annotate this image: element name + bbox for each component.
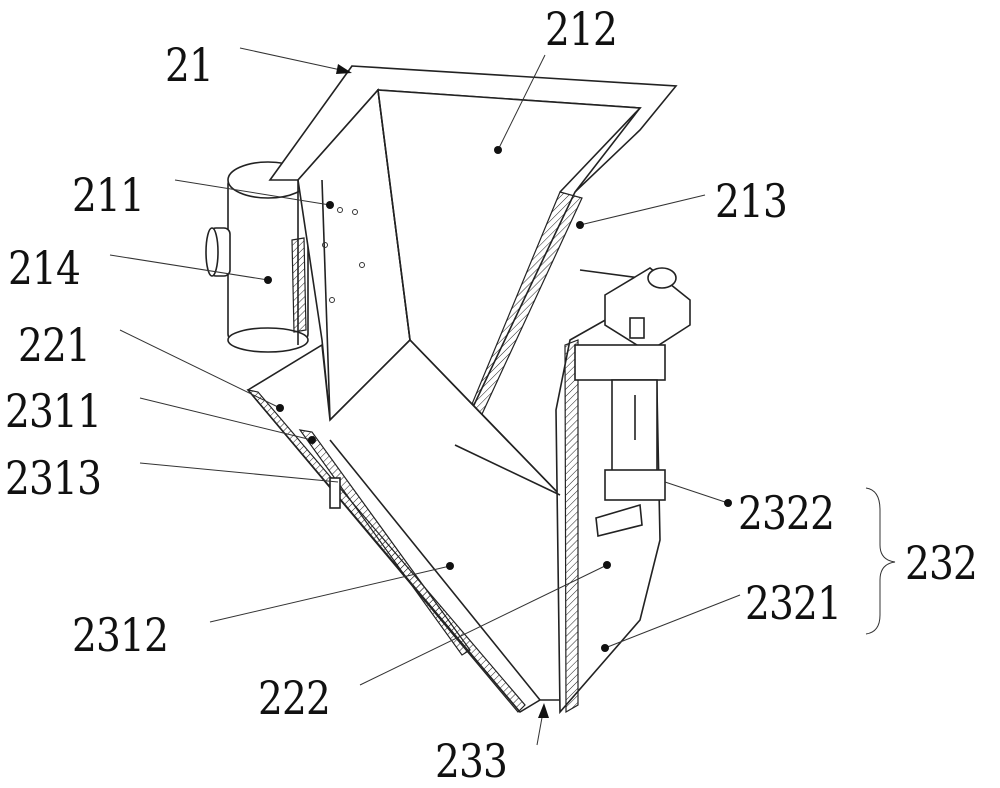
label-211: 211 xyxy=(72,168,145,222)
lower-chute-22 xyxy=(246,338,566,714)
label-222: 222 xyxy=(258,671,331,725)
upper-hopper-21 xyxy=(268,65,678,447)
label-221: 221 xyxy=(18,318,91,372)
label-214: 214 xyxy=(8,241,81,295)
label-2311: 2311 xyxy=(5,384,102,438)
leader-lines xyxy=(109,47,896,746)
label-212: 212 xyxy=(545,2,618,56)
label-213: 213 xyxy=(715,174,788,228)
label-2322: 2322 xyxy=(738,486,835,540)
label-232: 232 xyxy=(905,536,978,590)
label-233: 233 xyxy=(435,734,508,788)
label-2321: 2321 xyxy=(745,576,842,630)
label-2312: 2312 xyxy=(72,608,169,662)
label-2313: 2313 xyxy=(5,451,102,505)
actuator-2322 xyxy=(574,267,691,537)
label-21: 21 xyxy=(165,38,214,92)
